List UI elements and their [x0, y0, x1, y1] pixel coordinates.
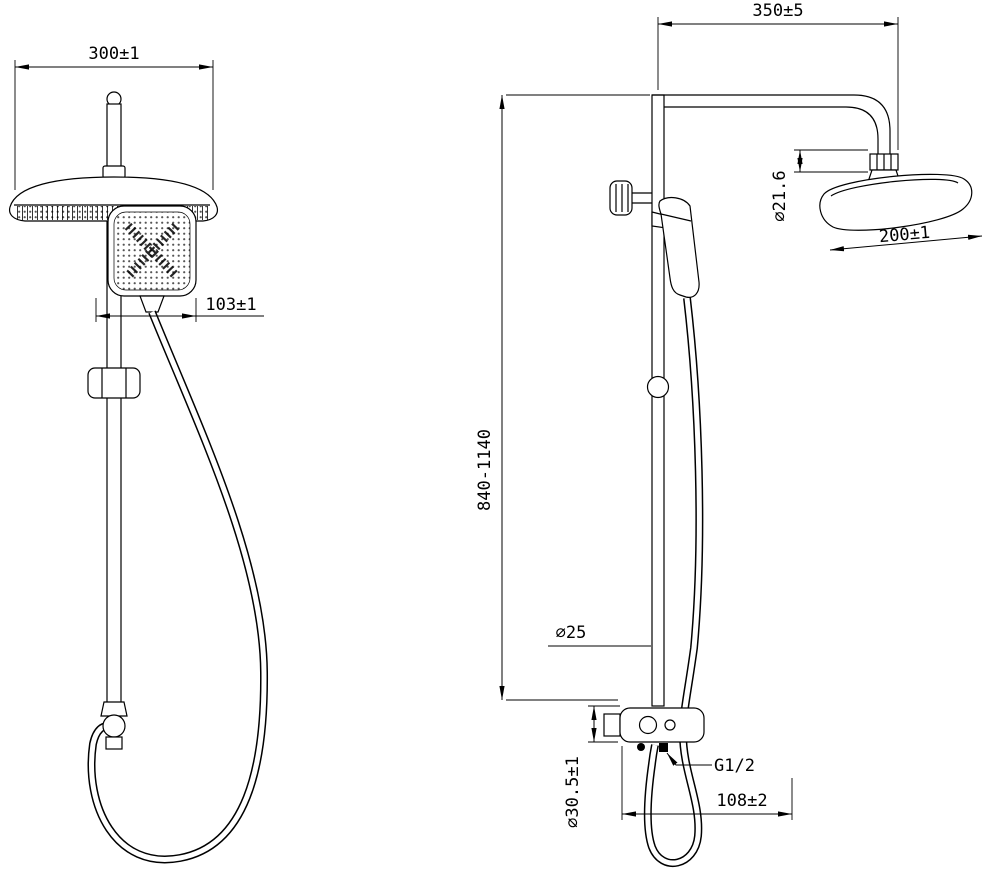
side-riser-pipe [651, 94, 665, 707]
front-dim-handshower-width: 103±1 [95, 295, 264, 322]
side-valve-port2 [664, 719, 676, 731]
front-bottom-fitting [100, 701, 128, 717]
front-pipe-stub [106, 103, 122, 171]
front-hose-swivel [102, 714, 126, 738]
side-valve-port1 [638, 715, 658, 735]
side-view: 350±5 840-1140 ∅21.6 200±1 ∅25 [475, 1, 983, 867]
side-dim-valve-diameter: ∅30.5±1 [563, 705, 620, 828]
side-dim-riser-height-label: 840-1140 [475, 429, 495, 511]
front-view: 300±1 103±1 [8, 44, 269, 864]
side-inlet-square [659, 743, 668, 752]
side-shower-head-rim [830, 178, 959, 197]
front-hand-shower-cross [124, 222, 180, 280]
front-hand-shower-face [113, 211, 191, 291]
front-dim-head-width: 300±1 [14, 44, 214, 190]
side-dim-arm-length: 350±5 [657, 1, 899, 150]
side-dim-head-diameter: 200±1 [829, 223, 983, 252]
side-dim-arm-pipe-diameter-label: ∅21.6 [770, 170, 790, 221]
front-hand-shower-handle [139, 295, 165, 313]
side-inlet-dot [637, 743, 645, 751]
side-dim-head-diameter-label: 200±1 [878, 223, 931, 247]
front-pipe-collar [102, 165, 126, 179]
side-dim-inlet-spacing-label: 108±2 [716, 791, 767, 811]
side-dim-riser-height: 840-1140 [475, 94, 650, 701]
side-arm-inner [664, 106, 879, 154]
side-hose [643, 297, 704, 867]
side-dim-riser-diameter-label: ∅25 [556, 623, 587, 643]
side-valve-body [603, 707, 705, 752]
side-dim-arm-length-label: 350±5 [752, 1, 803, 21]
side-hand-shower [658, 196, 700, 298]
side-dim-inlet-spacing: 108±2 [621, 746, 793, 820]
side-hand-shower-line [660, 213, 692, 222]
side-dim-valve-diameter-label: ∅30.5±1 [563, 756, 583, 828]
front-bottom-nut [105, 736, 123, 750]
side-slider [646, 375, 670, 399]
side-dim-riser-diameter: ∅25 [548, 623, 651, 647]
side-arm-outer [652, 94, 891, 154]
front-slide-clamp [87, 367, 141, 399]
front-dim-head-width-label: 300±1 [88, 44, 139, 64]
side-dim-arm-pipe-diameter: ∅21.6 [770, 149, 868, 222]
side-thread-label: G1/2 [666, 752, 755, 776]
front-hose [87, 310, 269, 864]
side-diverter-knob [609, 180, 652, 216]
front-dim-handshower-width-label: 103±1 [205, 295, 256, 315]
side-shower-head [819, 173, 973, 231]
side-valve-nipple [603, 713, 621, 737]
side-valve [619, 707, 705, 743]
side-thread-label-text: G1/2 [714, 756, 755, 776]
